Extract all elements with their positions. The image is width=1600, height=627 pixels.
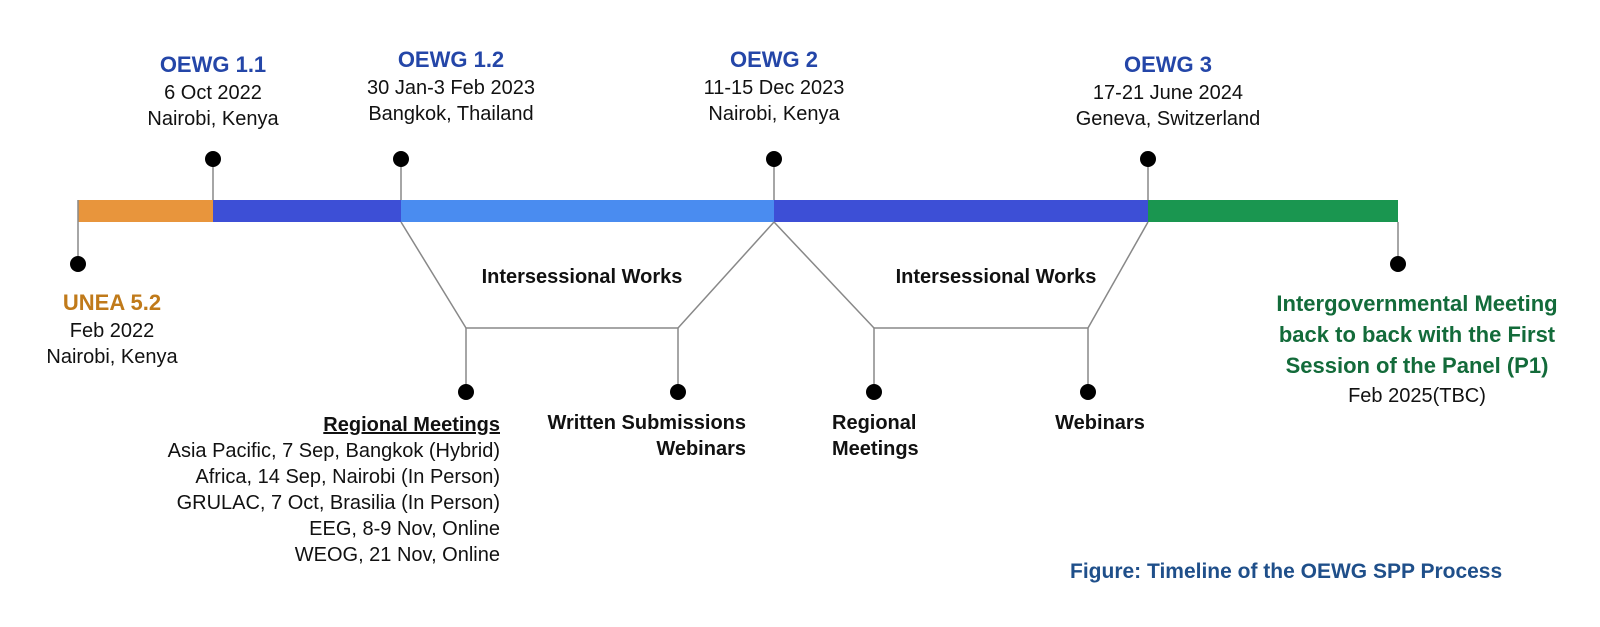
milestone-date: 6 Oct 2022 (164, 82, 262, 104)
written-submissions-webinars: Written Submissions Webinars (500, 410, 746, 462)
milestone-unea: UNEA 5.2 Feb 2022 Nairobi, Kenya (32, 288, 192, 370)
milestone-place: Bangkok, Thailand (368, 103, 534, 125)
milestone-date: Feb 2022 (69, 320, 155, 342)
milestone-dot-oewg11 (205, 151, 221, 167)
milestone-place: Nairobi, Kenya (46, 346, 178, 368)
branch-dot-written (670, 384, 686, 400)
milestone-date: Feb 2025(TBC) (1348, 385, 1486, 407)
milestone-dot-oewg12 (393, 151, 409, 167)
timeline-segment-final (1148, 200, 1398, 222)
milestone-igm: Intergovernmental Meeting back to back w… (1252, 288, 1582, 409)
milestone-dot-igm (1390, 256, 1406, 272)
branch-dot-webinars-2 (1080, 384, 1096, 400)
regional-meetings-title: Regional Meetings (323, 414, 500, 436)
milestone-date: 17-21 June 2024 (1092, 82, 1244, 104)
regional-meeting-item: Asia Pacific, 7 Sep, Bangkok (Hybrid) (167, 440, 500, 462)
milestone-oewg2: OEWG 2 11-15 Dec 2023 Nairobi, Kenya (684, 45, 864, 127)
milestone-title: OEWG 1.1 (159, 52, 267, 77)
milestone-oewg11: OEWG 1.1 6 Oct 2022 Nairobi, Kenya (133, 50, 293, 132)
milestone-dot-unea (70, 256, 86, 272)
milestone-place: Geneva, Switzerland (1075, 108, 1261, 130)
milestone-place: Nairobi, Kenya (147, 108, 279, 130)
intersessional-label-2: Intersessional Works (895, 266, 1097, 288)
milestone-dot-oewg3 (1140, 151, 1156, 167)
written-submissions-label: Written Submissions (547, 412, 746, 434)
regional-meetings-line2: Meetings (832, 438, 919, 460)
milestone-title: OEWG 3 (1123, 52, 1212, 77)
milestone-date: 30 Jan-3 Feb 2023 (367, 77, 535, 99)
figure-caption: Figure: Timeline of the OEWG SPP Process (1070, 560, 1503, 583)
timeline-segment-oewg12 (401, 200, 774, 222)
milestone-title: UNEA 5.2 (62, 290, 162, 315)
regional-meeting-item: WEOG, 21 Nov, Online (294, 544, 500, 566)
timeline-segment-oewg11 (213, 200, 401, 222)
milestone-place: Nairobi, Kenya (708, 103, 840, 125)
regional-meetings-list: Regional Meetings Asia Pacific, 7 Sep, B… (100, 412, 500, 568)
regional-meeting-item: EEG, 8-9 Nov, Online (309, 518, 500, 540)
milestone-title: OEWG 1.2 (397, 47, 505, 72)
milestone-title: Intergovernmental Meeting back to back w… (1276, 291, 1558, 378)
webinars-2: Webinars (1055, 412, 1145, 434)
timeline-segment-unea (78, 200, 213, 222)
milestone-date: 11-15 Dec 2023 (703, 77, 845, 99)
milestone-dot-oewg2 (766, 151, 782, 167)
intersessional-label-1: Intersessional Works (481, 266, 683, 288)
regional-meetings-2: Regional Meetings (832, 410, 972, 462)
webinars-label: Webinars (656, 438, 746, 460)
branch-dot-regional-1 (458, 384, 474, 400)
regional-meeting-item: Africa, 14 Sep, Nairobi (In Person) (195, 466, 500, 488)
timeline-segment-oewg2 (774, 200, 1148, 222)
regional-meetings-line1: Regional (832, 412, 917, 434)
milestone-oewg3: OEWG 3 17-21 June 2024 Geneva, Switzerla… (1048, 50, 1288, 132)
milestone-title: OEWG 2 (729, 47, 818, 72)
regional-meeting-item: GRULAC, 7 Oct, Brasilia (In Person) (176, 492, 500, 514)
branch-dot-regional-2 (866, 384, 882, 400)
milestone-oewg12: OEWG 1.2 30 Jan-3 Feb 2023 Bangkok, Thai… (336, 45, 566, 127)
